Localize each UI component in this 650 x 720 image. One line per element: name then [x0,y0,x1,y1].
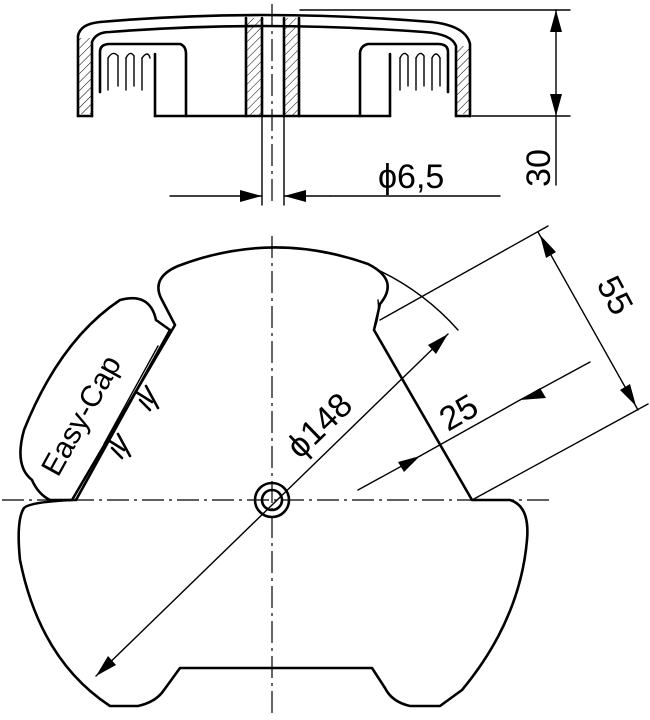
height-dimension: 30 [299,9,571,187]
tab-length-dimension: 55 [379,225,649,501]
tab-width-label: 25 [433,387,485,439]
section-view: 30 ϕ6,5 [76,4,571,206]
easy-cap-label: Easy-Cap [35,350,128,481]
outer-circle-arc [377,269,459,331]
hatch-left-wall [79,38,91,114]
cap-body-outline [17,246,529,708]
hub-inner-ring [260,488,284,512]
tab-notch [373,299,380,331]
plan-view: Easy-Cap ϕ148 55 25 [2,225,649,716]
plate-pin-upper [134,384,160,412]
cap-outer-profile [76,13,472,118]
easy-cap-plate: Easy-Cap [19,296,172,502]
cap-inner-profile [90,24,458,118]
hub-outer-ring [253,481,291,519]
hatch-right-wall [457,46,469,114]
hatch-hub-left [247,18,261,116]
height-label: 30 [520,149,558,187]
hub-walls [244,16,301,118]
hole-diameter-label: ϕ6,5 [378,158,444,196]
outer-diameter-label: ϕ148 [279,386,360,466]
hatch-hub-right [284,18,298,116]
hole-dimension: ϕ6,5 [169,115,501,206]
plate-pin-lower [106,432,132,460]
tab-width-dimension: 25 [357,361,591,491]
fins-left [98,42,188,118]
fins-right [358,42,450,118]
tab-length-label: 55 [589,270,640,321]
